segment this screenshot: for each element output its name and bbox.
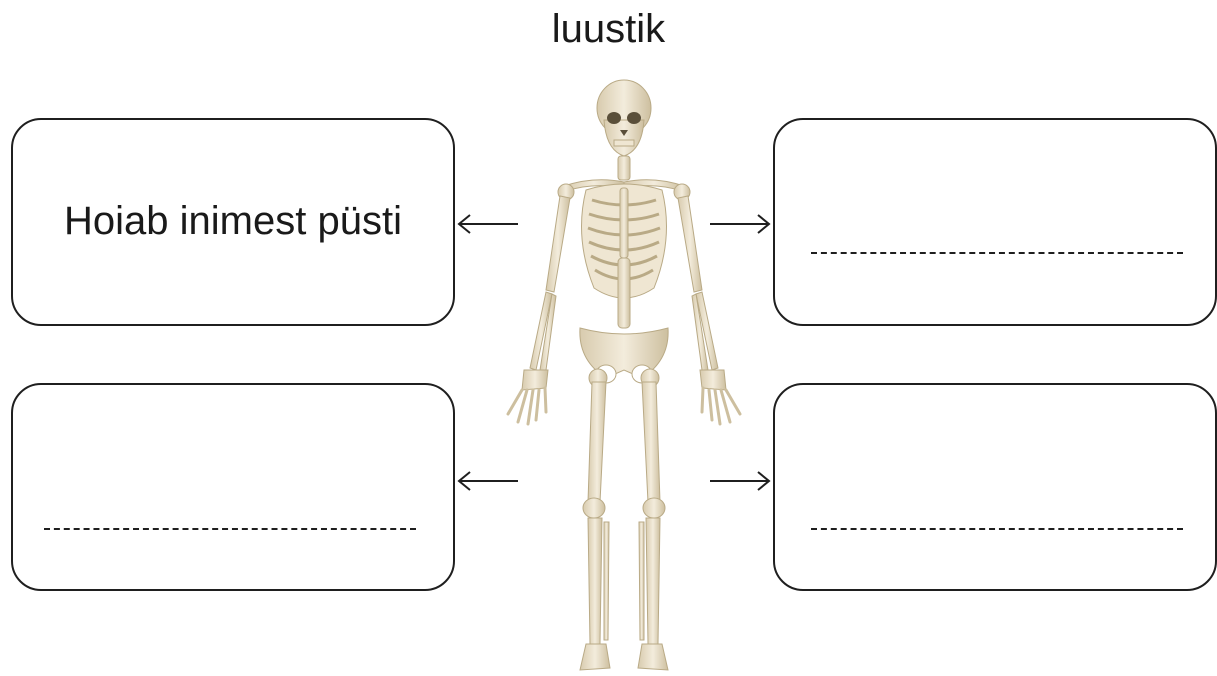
answer-box-top-left: Hoiab inimest püsti	[11, 118, 455, 326]
skeleton-icon	[494, 78, 754, 676]
answer-box-bottom-left[interactable]	[11, 383, 455, 591]
answer-box-top-right[interactable]	[773, 118, 1217, 326]
page-title: luustik	[0, 2, 1217, 56]
answer-line-bottom-right	[811, 528, 1183, 530]
answer-box-bottom-right[interactable]	[773, 383, 1217, 591]
answer-line-bottom-left	[44, 528, 416, 530]
answer-line-top-right	[811, 252, 1183, 254]
answer-text-top-left: Hoiab inimest püsti	[13, 194, 453, 248]
